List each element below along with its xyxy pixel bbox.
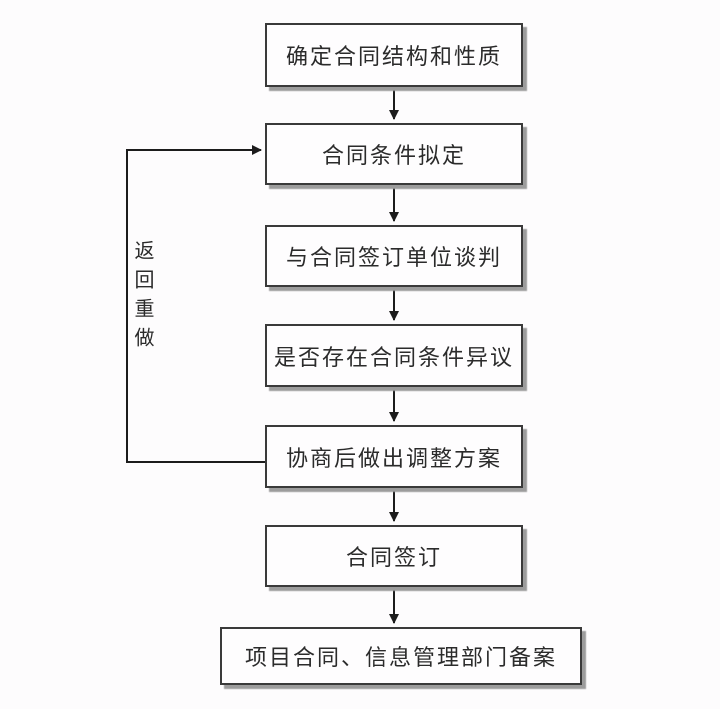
flow-box-contract-signing: 合同签订: [265, 525, 523, 587]
flow-box-label: 与合同签订单位谈判: [285, 245, 502, 270]
flow-box-draft-conditions: 合同条件拟定: [265, 123, 523, 185]
loop-back-label: 返回重做: [131, 240, 153, 356]
flow-box-label: 协商后做出调整方案: [285, 445, 502, 471]
flow-box-department-filing: 项目合同、信息管理部门备案: [220, 627, 582, 685]
flow-box-label: 确定合同结构和性质: [285, 44, 502, 69]
flow-box-adjustment-plan: 协商后做出调整方案: [265, 425, 523, 488]
flow-box-condition-objection-check: 是否存在合同条件异议: [265, 324, 523, 387]
flow-box-label: 是否存在合同条件异议: [273, 344, 514, 370]
flow-box-negotiate-with-signing-unit: 与合同签订单位谈判: [265, 225, 523, 287]
flow-box-label: 项目合同、信息管理部门备案: [244, 645, 557, 670]
flow-box-label: 合同条件拟定: [321, 143, 466, 168]
flow-box-label: 合同签订: [345, 545, 442, 570]
loop-back-arrow: [126, 145, 265, 463]
flow-box-determine-structure: 确定合同结构和性质: [265, 23, 523, 87]
